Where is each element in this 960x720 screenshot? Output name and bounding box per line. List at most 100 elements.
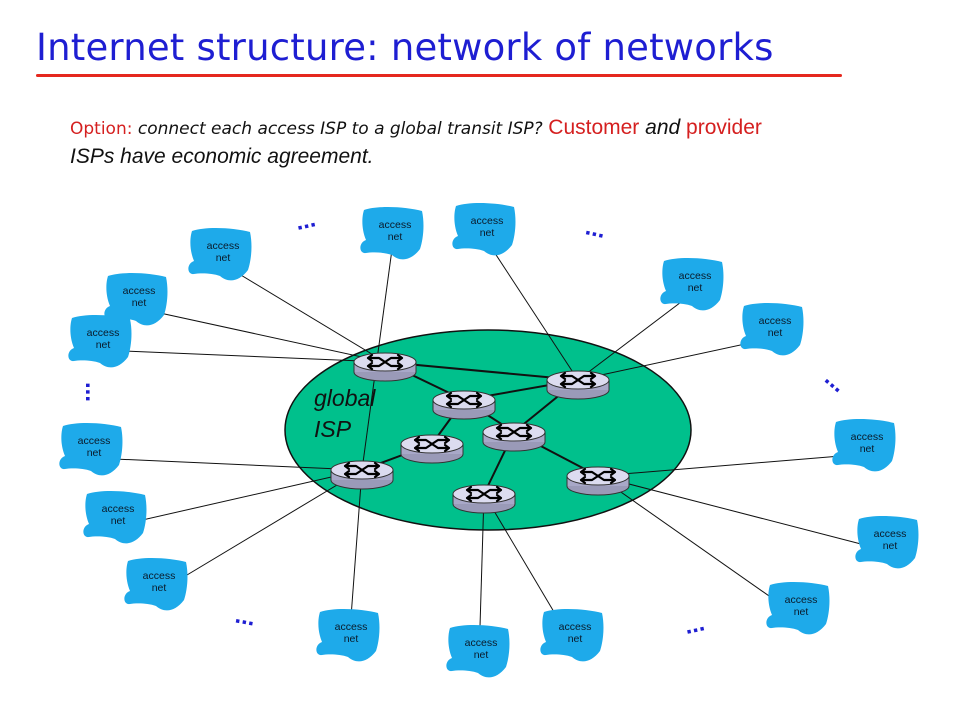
access-net-label: access bbox=[679, 270, 712, 282]
access-link bbox=[115, 469, 363, 527]
access-net-shape bbox=[68, 315, 132, 368]
access-nets-layer: accessnetaccessnetaccessnetaccessnetacce… bbox=[59, 203, 919, 678]
access-net-shape bbox=[832, 419, 896, 472]
access-net-label: access bbox=[123, 285, 156, 297]
access-net-shape bbox=[83, 491, 147, 544]
ellipsis-marker: ... bbox=[682, 609, 707, 640]
and-text: and bbox=[639, 116, 687, 139]
access-net-shape bbox=[316, 609, 380, 662]
access-net-shape bbox=[59, 423, 123, 476]
access-net-label: access bbox=[87, 327, 120, 339]
access-net-shape bbox=[104, 273, 168, 326]
access-net-label: net bbox=[344, 633, 359, 645]
access-net-label: access bbox=[78, 435, 111, 447]
slide-subtitle: Option: connect each access ISP to a glo… bbox=[70, 114, 920, 171]
access-net-label: access bbox=[102, 503, 135, 515]
access-link bbox=[597, 475, 800, 618]
access-net-label: net bbox=[883, 540, 898, 552]
access-net-label: access bbox=[143, 570, 176, 582]
provider-text: provider bbox=[686, 116, 762, 139]
access-net-label: net bbox=[216, 252, 231, 264]
ellipsis-marker: ... bbox=[293, 205, 318, 236]
router-icon bbox=[353, 352, 417, 382]
access-net-label: access bbox=[465, 637, 498, 649]
access-net-label: access bbox=[335, 621, 368, 633]
access-net-label: net bbox=[480, 227, 495, 239]
access-link bbox=[220, 262, 386, 363]
access-net-label: net bbox=[568, 633, 583, 645]
access-link bbox=[136, 307, 386, 363]
access-link bbox=[577, 292, 694, 381]
ellipsis-marker: ... bbox=[583, 213, 608, 244]
router-icon bbox=[330, 460, 394, 490]
access-net-label: net bbox=[794, 606, 809, 618]
router-icon bbox=[482, 422, 546, 452]
router-icon bbox=[400, 434, 464, 464]
access-link bbox=[100, 349, 386, 363]
access-net-label: access bbox=[379, 219, 412, 231]
router-icon bbox=[546, 370, 610, 400]
access-net-label: net bbox=[388, 231, 403, 243]
access-net-shape bbox=[740, 303, 804, 356]
router-icon bbox=[566, 466, 630, 496]
access-net-label: access bbox=[559, 621, 592, 633]
router-icon bbox=[452, 484, 516, 514]
access-net-label: access bbox=[874, 528, 907, 540]
routers-layer bbox=[330, 352, 630, 514]
access-net-shape bbox=[540, 609, 604, 662]
option-label: Option: bbox=[70, 119, 133, 139]
access-net-shape bbox=[446, 625, 510, 678]
access-net-label: access bbox=[785, 594, 818, 606]
access-net-label: access bbox=[851, 431, 884, 443]
access-link bbox=[91, 457, 363, 471]
title-underline bbox=[36, 74, 842, 77]
agreement-text: ISPs have economic agreement. bbox=[70, 145, 374, 168]
access-net-shape bbox=[124, 558, 188, 611]
access-net-label: access bbox=[207, 240, 240, 252]
access-net-label: net bbox=[768, 327, 783, 339]
access-net-label: net bbox=[96, 339, 111, 351]
access-net-shape bbox=[452, 203, 516, 256]
access-net-label: net bbox=[688, 282, 703, 294]
option-text: connect each access ISP to a global tran… bbox=[132, 119, 543, 139]
router-icon bbox=[432, 390, 496, 420]
slide-title: Internet structure: network of networks bbox=[36, 26, 774, 69]
access-net-shape bbox=[766, 582, 830, 635]
access-net-shape bbox=[360, 207, 424, 260]
global-isp-label: global ISP bbox=[314, 385, 382, 442]
global-isp-label-line1: global bbox=[314, 385, 376, 411]
access-net-shape bbox=[660, 258, 724, 311]
access-net-label: net bbox=[132, 297, 147, 309]
global-isp-label-line2: ISP bbox=[314, 416, 352, 442]
access-net-shape bbox=[188, 228, 252, 281]
ellipsis-marker: ... bbox=[80, 382, 107, 402]
access-net-label: access bbox=[471, 215, 504, 227]
access-link bbox=[156, 469, 363, 594]
access-link bbox=[484, 237, 579, 381]
access-net-label: net bbox=[860, 443, 875, 455]
customer-text: Customer bbox=[548, 116, 640, 139]
access-net-label: net bbox=[111, 515, 126, 527]
ellipsis-marker: ... bbox=[819, 364, 852, 398]
router-link bbox=[384, 361, 579, 381]
ellipsis-marker: ... bbox=[233, 602, 257, 632]
access-link bbox=[597, 453, 866, 477]
access-net-label: access bbox=[759, 315, 792, 327]
